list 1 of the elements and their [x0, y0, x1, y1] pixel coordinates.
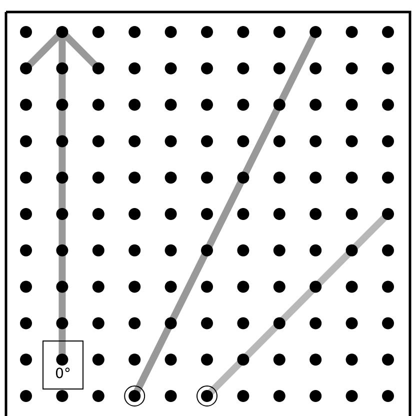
label-box: 0°	[42, 340, 84, 390]
